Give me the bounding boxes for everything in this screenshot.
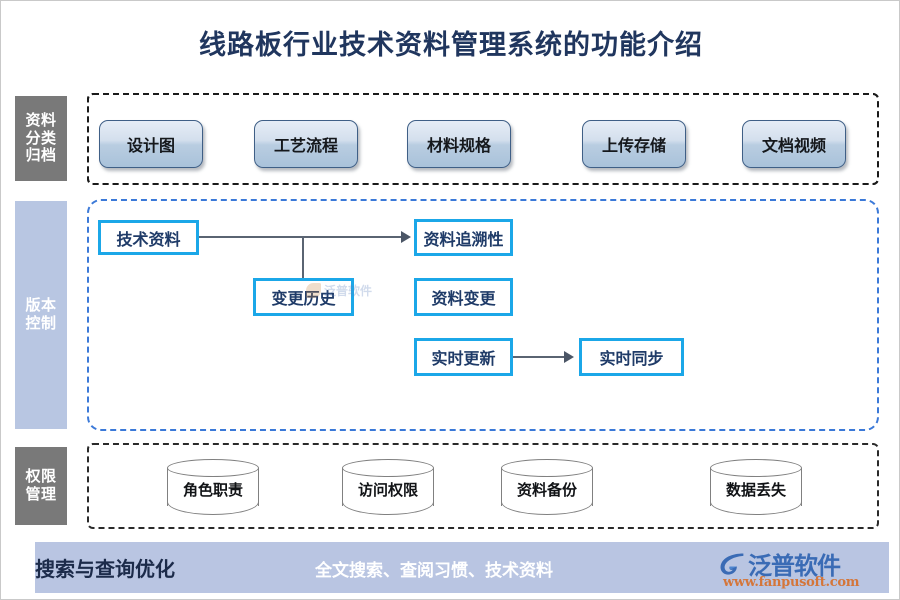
band-label-archive: 资料 分类 归档 (15, 96, 67, 181)
box-technical-documents[interactable]: 技术资料 (98, 220, 199, 255)
band-label-archive-line-1: 资料 (25, 110, 57, 129)
footer-left-text: 搜索与查询优化 (35, 557, 175, 581)
cylinder-top-ellipse (501, 459, 593, 477)
connector-branch-to-history (302, 236, 304, 280)
chip-material-spec[interactable]: 材料规格 (407, 120, 511, 168)
cylinder-data-loss[interactable]: 数据丢失 (710, 459, 802, 515)
cylinder-label: 访问权限 (357, 481, 418, 499)
brand-row: 泛普软件 (719, 546, 841, 581)
box-change-history[interactable]: 变更历史 (253, 278, 354, 316)
brand-logo: 泛普软件 www.fanpusoft.com (719, 546, 887, 592)
archive-section-frame (87, 93, 879, 185)
band-label-version-line-2: 控制 (25, 314, 57, 332)
arrowhead-to-trace (401, 231, 411, 243)
chip-design-drawing[interactable]: 设计图 (99, 120, 203, 168)
permission-section-frame (87, 443, 879, 529)
chip-process-flow[interactable]: 工艺流程 (254, 120, 358, 168)
connector-realtime-to-sync (513, 356, 568, 358)
band-label-version-line-1: 版本 (25, 296, 57, 315)
cylinder-top-ellipse (167, 459, 259, 477)
band-label-permission-line-2: 管理 (25, 485, 57, 503)
cylinder-side-right (433, 468, 434, 506)
cylinder-data-backup[interactable]: 资料备份 (501, 459, 593, 515)
box-realtime-update[interactable]: 实时更新 (414, 338, 513, 376)
chip-upload-storage[interactable]: 上传存储 (582, 120, 686, 168)
chip-document-video[interactable]: 文档视频 (742, 120, 846, 168)
band-label-version: 版本 控制 (15, 201, 67, 429)
box-traceability[interactable]: 资料追溯性 (414, 219, 513, 256)
band-label-permission: 权限 管理 (15, 447, 67, 525)
page-title: 线路板行业技术资料管理系统的功能介绍 (199, 30, 703, 61)
cylinder-side-right (801, 468, 802, 506)
brand-name: 泛普软件 (748, 551, 841, 580)
cylinder-side-left (501, 468, 502, 506)
box-realtime-sync[interactable]: 实时同步 (579, 338, 684, 376)
fanpu-swoosh-icon (720, 552, 744, 575)
cylinder-access-permission[interactable]: 访问权限 (342, 459, 434, 515)
cylinder-label: 角色职责 (182, 481, 243, 499)
band-label-archive-line-3: 归档 (25, 146, 57, 165)
cylinder-side-left (710, 468, 711, 506)
band-label-permission-line-1: 权限 (25, 467, 57, 486)
arrowhead-to-sync (564, 351, 574, 363)
cylinder-label: 数据丢失 (725, 481, 786, 499)
box-document-change[interactable]: 资料变更 (414, 278, 513, 316)
footer-center-text: 全文搜索、查阅习惯、技术资料 (315, 561, 553, 581)
cylinder-side-left (342, 468, 343, 506)
brand-url: www.fanpusoft.com (723, 575, 860, 590)
footer-bar: 搜索与查询优化 全文搜索、查阅习惯、技术资料 泛普软件 www.fanpusof… (35, 542, 889, 593)
cylinder-role-responsibility[interactable]: 角色职责 (167, 459, 259, 515)
cylinder-label: 资料备份 (516, 481, 577, 499)
band-label-archive-line-2: 分类 (25, 128, 57, 147)
cylinder-side-right (592, 468, 593, 506)
cylinder-top-ellipse (342, 459, 434, 477)
version-section-frame (87, 199, 879, 431)
cylinder-top-ellipse (710, 459, 802, 477)
cylinder-side-right (258, 468, 259, 506)
cylinder-side-left (167, 468, 168, 506)
